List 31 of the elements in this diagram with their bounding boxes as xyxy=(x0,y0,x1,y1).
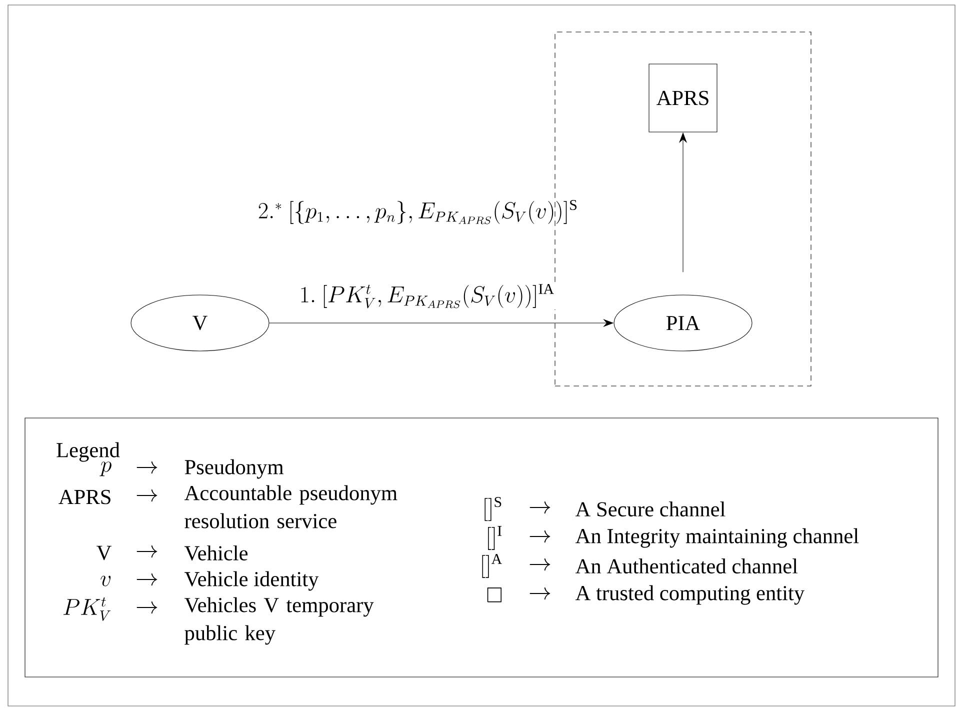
legend-arrow: $\rightarrow$ xyxy=(530,501,550,514)
legend-text: Pseudonym xyxy=(184,459,284,479)
legend-text: An Authenticated channel xyxy=(575,558,798,574)
edge-label: $1.\ [PK_V^t, E_{PK_{APRS}}(S_V(v))]^{\mathrm{IA}}$ xyxy=(301,284,554,308)
legend-text: Vehicle xyxy=(184,545,248,561)
legend-text: Vehicles V temporary public key xyxy=(184,597,374,645)
legend-arrow: $\rightarrow$ xyxy=(136,489,158,502)
legend-arrow: $\rightarrow$ xyxy=(136,573,158,586)
legend-text: A Secure channel xyxy=(575,502,726,517)
legend-arrow: $\rightarrow$ xyxy=(530,558,550,570)
legend-symbol: $PK_V^t$ xyxy=(64,597,111,621)
legend-symbol: $[]^{\mathrm{I}}$ xyxy=(488,526,502,550)
legend-symbol: V xyxy=(96,546,112,560)
legend-heading: Legend xyxy=(56,442,120,462)
legend-symbol: $v$ xyxy=(100,576,111,586)
legend-arrow: $\rightarrow$ xyxy=(136,545,158,558)
legend-symbol: $[]^{\mathrm{S}}$ xyxy=(484,497,502,521)
legend-text: Vehicle identity xyxy=(184,571,319,591)
legend-symbol: $[]^{\mathrm{A}}$ xyxy=(482,554,502,578)
legend-arrow: $\rightarrow$ xyxy=(530,530,550,542)
legend-text: Accountable pseudonym resolution service xyxy=(184,485,398,528)
legend-symbol: APRS xyxy=(58,490,110,504)
legend-symbol: $\square$ xyxy=(487,588,502,602)
legend-arrow: $\rightarrow$ xyxy=(136,601,158,614)
legend-symbol: $p$ xyxy=(100,462,112,476)
entity-box: APRS xyxy=(648,64,718,132)
legend-text: An Integrity maintaining channel xyxy=(575,528,859,548)
legend-text: A trusted computing entity xyxy=(575,585,805,605)
legend-arrow: $\rightarrow$ xyxy=(530,587,550,600)
message-label: $2.{}^{*}\ [\{p_1,\ldots,p_n\}, E_{PK_{APRS}}(S_V(v))]^{\mathrm{S}}$ xyxy=(258,200,576,224)
legend-arrow: $\rightarrow$ xyxy=(136,461,158,474)
